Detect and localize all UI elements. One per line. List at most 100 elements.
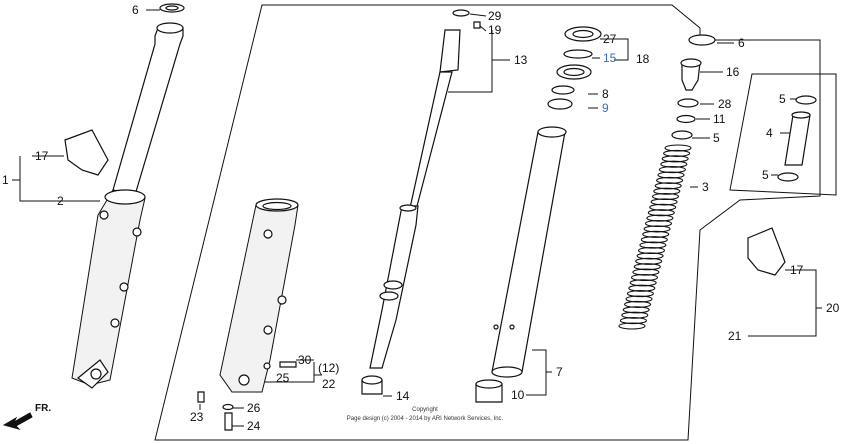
spring-coil — [642, 230, 670, 238]
copyright-line-2: Page design (c) 2004 - 2014 by ARI Netwo… — [347, 416, 504, 422]
cap-ring-6-right — [688, 34, 716, 46]
spring-coil — [624, 300, 652, 308]
callout-7: 7 — [556, 365, 563, 379]
callout-5-mid: 5 — [713, 131, 720, 145]
lower-slider — [71, 189, 146, 386]
washer-26 — [222, 403, 234, 411]
spring-coil — [649, 203, 677, 211]
spring-coil — [658, 166, 686, 174]
callout-23: 23 — [190, 410, 204, 424]
callout-1: 1 — [2, 173, 9, 187]
spring-coil — [654, 182, 682, 190]
callout-21: 21 — [728, 329, 742, 343]
fork-guard-left — [64, 129, 109, 176]
spring-coil — [637, 246, 666, 255]
callout-17-right: 17 — [790, 263, 804, 277]
spring-coil — [635, 257, 663, 265]
callout-17-left: 17 — [35, 149, 49, 163]
washer-8 — [551, 85, 575, 95]
fork-slider — [219, 204, 299, 393]
left-fork-assembly — [64, 3, 185, 389]
spring-coil — [660, 160, 688, 168]
subassembly-box — [729, 73, 837, 196]
spring-coil — [639, 241, 667, 249]
inner-fork-tube — [491, 131, 566, 373]
callout-5-top: 5 — [779, 92, 786, 106]
spring-coil — [622, 306, 650, 314]
callout-29: 29 — [488, 9, 502, 23]
seal-stack — [547, 26, 602, 110]
clip-15 — [563, 49, 593, 59]
spring-coil — [630, 273, 659, 282]
callout-4: 4 — [766, 126, 773, 140]
front-arrow-icon — [2, 412, 33, 430]
callout-14: 14 — [396, 389, 410, 403]
copyright-line-1: Copyright — [412, 407, 438, 413]
spring-coil — [663, 149, 691, 157]
callout-11: 11 — [713, 112, 726, 126]
callout-6-right: 6 — [738, 36, 745, 50]
callout-13: 13 — [514, 53, 528, 67]
callout-12: (12) — [318, 361, 339, 375]
callout-3: 3 — [702, 180, 709, 194]
spacer-4 — [784, 114, 811, 166]
front-label: FR. — [35, 403, 51, 414]
bushing-9 — [547, 98, 573, 110]
spring-coil — [636, 252, 664, 260]
spring-coil — [646, 214, 674, 222]
callout-26: 26 — [247, 401, 261, 415]
spring-coil — [618, 322, 646, 330]
fork-spring-3 — [618, 144, 692, 330]
spring-coil — [651, 192, 680, 201]
damper-assembly — [361, 9, 481, 395]
callout-20: 20 — [826, 301, 840, 315]
callout-28: 28 — [718, 97, 732, 111]
spring-coil — [629, 279, 657, 287]
callout-30: 30 — [298, 353, 312, 367]
leader-lines — [12, 9, 822, 427]
callout-10: 10 — [511, 388, 525, 402]
upper-fork-tube — [112, 27, 184, 196]
spring-coil — [647, 209, 675, 217]
callout-6-left: 6 — [132, 3, 139, 17]
assembly-frame — [154, 4, 821, 441]
spring-coil — [633, 263, 661, 271]
washer-28 — [677, 98, 699, 108]
spring-coil — [621, 311, 649, 319]
spring-coil — [619, 317, 647, 325]
inner-tube-assembly — [475, 126, 567, 403]
callout-24: 24 — [247, 419, 261, 433]
callout-19: 19 — [488, 23, 502, 37]
bolt-23 — [197, 391, 205, 403]
callout-5-bottom: 5 — [762, 168, 769, 182]
spacer-assembly — [777, 95, 817, 182]
callout-16: 16 — [726, 65, 740, 79]
spring-coil — [661, 155, 689, 163]
spring-assembly — [618, 34, 716, 330]
slider-assembly — [197, 198, 299, 431]
callout-18: 18 — [636, 52, 650, 66]
callout-15: 15 — [603, 51, 617, 65]
spring-coil — [640, 236, 668, 244]
bolt-30 — [279, 361, 297, 368]
spring-coil — [644, 219, 673, 228]
ring-11 — [676, 114, 696, 124]
callout-8: 8 — [602, 87, 609, 101]
spring-coil — [626, 290, 654, 298]
spring-coil — [632, 268, 660, 276]
spring-coil — [650, 198, 678, 206]
spring-coil — [625, 295, 653, 303]
spring-coil — [643, 225, 671, 233]
callout-27: 27 — [603, 32, 617, 46]
spring-coil — [656, 176, 684, 184]
seat-5 — [671, 130, 693, 140]
callout-9: 9 — [602, 101, 609, 115]
callout-2: 2 — [57, 194, 64, 208]
spring-coil — [653, 187, 681, 195]
callout-22: 22 — [322, 377, 336, 391]
spring-coil — [657, 171, 685, 179]
fork-guard-right — [747, 227, 786, 276]
spring-coil — [628, 284, 656, 292]
